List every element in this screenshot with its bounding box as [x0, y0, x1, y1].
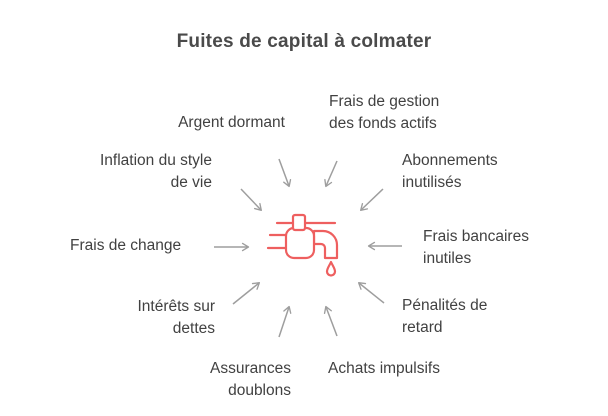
- faucet-spout: [312, 229, 339, 260]
- label-frais-change: Frais de change: [70, 237, 182, 254]
- arrow-from-abonnements-inutilises: [359, 188, 384, 211]
- label-argent-dormant: Argent dormant: [178, 114, 285, 131]
- label-assurances-doublons: Assurances doublons: [210, 360, 291, 399]
- arrow-from-achats-impulsifs: [323, 305, 338, 337]
- label-achats-impulsifs: Achats impulsifs: [328, 360, 440, 377]
- label-frais-gestion: Frais de gestion des fonds actifs: [329, 93, 440, 132]
- arrow-from-assurances-doublons: [278, 305, 292, 338]
- arrow-from-interets-dettes: [232, 282, 261, 305]
- arrow-from-frais-gestion: [324, 160, 338, 188]
- label-abonnements-inutilises: Abonnements inutilisés: [402, 152, 498, 191]
- label-interets-dettes: Intérêts sur dettes: [137, 298, 215, 337]
- arrow-from-argent-dormant: [278, 158, 292, 188]
- water-drop-icon: [325, 260, 337, 277]
- label-inflation-style-vie: Inflation du style de vie: [99, 152, 212, 191]
- faucet-handle: [291, 213, 307, 232]
- arrow-from-penalites-retard: [357, 282, 385, 304]
- faucet-body: [284, 226, 316, 260]
- faucet-dripping-icon: [266, 213, 339, 277]
- page-title: Fuites de capital à colmater: [176, 31, 432, 52]
- label-penalites-retard: Pénalités de retard: [402, 297, 488, 336]
- label-frais-bancaires: Frais bancaires inutiles: [423, 228, 529, 267]
- arrow-from-inflation-style-vie: [240, 188, 262, 212]
